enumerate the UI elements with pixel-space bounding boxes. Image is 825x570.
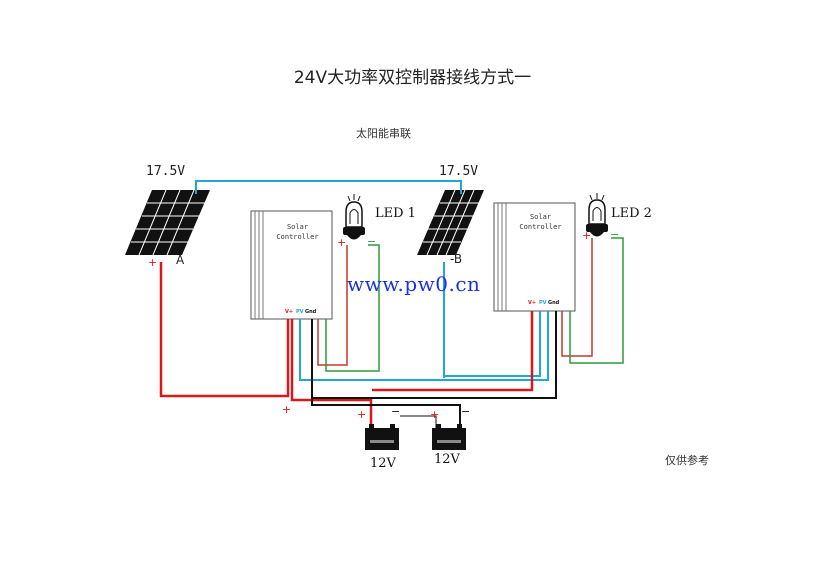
panel-b-letter: -B [450, 252, 463, 266]
controller-2-pin-pv: PV [539, 300, 547, 306]
led-2-minus: − [610, 228, 620, 241]
battery-2-minus: − [461, 405, 471, 418]
battery-2 [432, 424, 466, 450]
led-2-bulb [586, 193, 608, 237]
ctrl1-pv-wire [299, 311, 549, 381]
panel-a-positive-wire [159, 262, 290, 398]
led-2-plus: + [582, 229, 592, 242]
battery-1-plus: + [357, 408, 367, 421]
panel-a-plus-sign: + [148, 256, 158, 269]
solar-panel-a [125, 189, 210, 256]
controller-2-line2: Controller [519, 223, 562, 231]
watermark-url: www.pw0.cn [347, 272, 481, 296]
subtitle: 太阳能串联 [356, 127, 411, 140]
battery-1-minus: − [391, 405, 401, 418]
page-title: 24V大功率双控制器接线方式一 [293, 68, 532, 88]
controller-2-pin-vplus: V+ [528, 300, 537, 306]
ctrl2-load-pos-wire [561, 238, 593, 357]
led-1-label: LED 1 [375, 206, 416, 221]
panel-a-voltage: 17.5V [146, 164, 186, 179]
panel-b-voltage: 17.5V [439, 164, 479, 179]
reference-note: 仅供参考 [665, 454, 709, 467]
ctrl2-vplus-wire [372, 311, 534, 392]
controller-2-line1: Solar [529, 213, 552, 221]
panel-a-letter: A [176, 253, 185, 267]
ctrl1-load-pos-wire [317, 245, 348, 366]
ctrl2-load-neg-wire [569, 237, 624, 364]
solar-panel-b [417, 189, 484, 256]
controller-1-pin-gnd: Gnd [305, 309, 317, 315]
controller-2-pin-gnd: Gnd [548, 300, 560, 306]
panel-series-wire [195, 180, 462, 194]
led-1-bulb [343, 194, 365, 240]
battery-1-label: 12V [370, 456, 396, 471]
ctrl1-gnd-wire [311, 319, 461, 428]
battery-2-label: 12V [434, 452, 460, 467]
ctrl2-gnd-wire [312, 311, 557, 399]
ctrl1-load-neg-wire [325, 244, 380, 372]
led-2-label: LED 2 [611, 206, 652, 221]
ctrl1-vplus-wire [290, 319, 373, 428]
battery-2-plus: + [430, 408, 440, 421]
controller-1-line1: Solar [286, 223, 309, 231]
plus-marker: + [282, 403, 292, 416]
led-1-minus: − [367, 235, 377, 248]
controller-1-pin-pv: PV [296, 309, 304, 315]
led-1-plus: + [337, 236, 347, 249]
controller-2-box [493, 202, 576, 312]
battery-1 [365, 424, 399, 450]
controller-1-pin-vplus: V+ [285, 309, 294, 315]
controller-1-line2: Controller [276, 233, 319, 241]
